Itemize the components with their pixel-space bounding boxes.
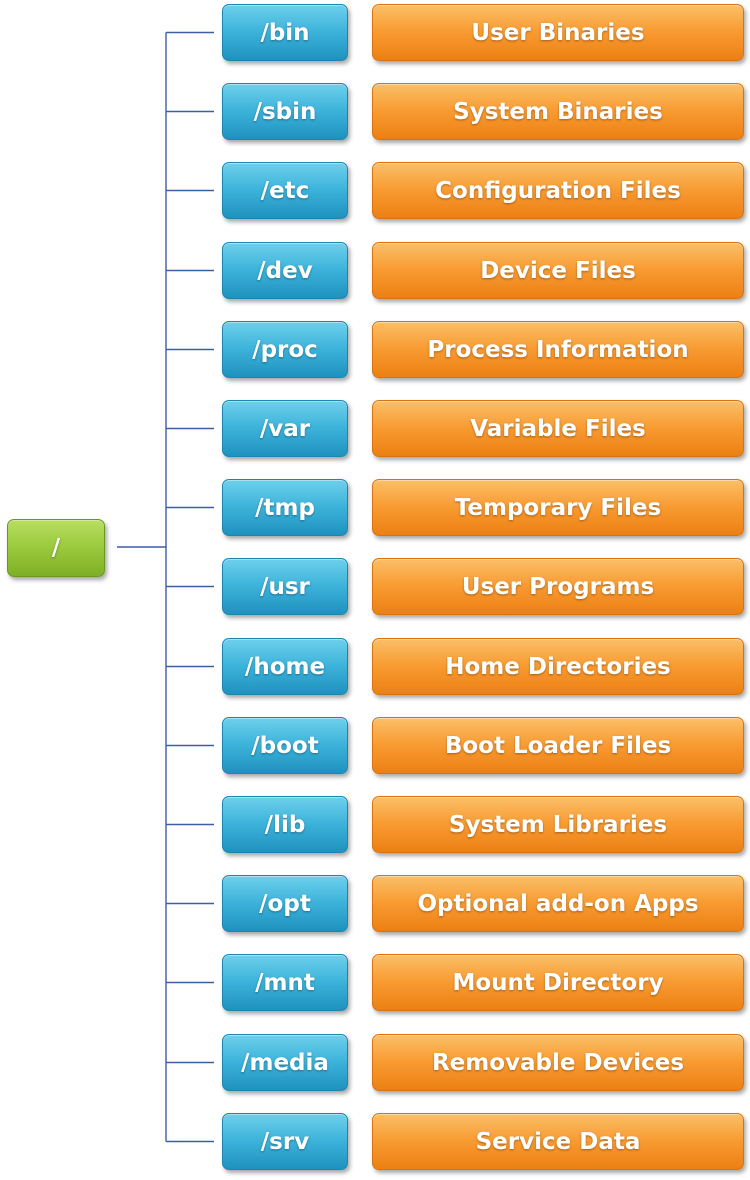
directory-node-media: /media [222,1034,348,1091]
directory-node-lib: /lib [222,796,348,853]
directory-node-sbin: /sbin [222,83,348,140]
directory-node-usr: /usr [222,558,348,615]
directory-node-boot: /boot [222,717,348,774]
directory-node-mnt: /mnt [222,954,348,1011]
directory-node-tmp: /tmp [222,479,348,536]
directory-description-tmp: Temporary Files [372,479,744,536]
directory-node-home: /home [222,638,348,695]
directory-description-opt: Optional add-on Apps [372,875,744,932]
directory-description-boot: Boot Loader Files [372,717,744,774]
root-directory-node: / [7,519,105,577]
directory-node-bin: /bin [222,4,348,61]
directory-description-mnt: Mount Directory [372,954,744,1011]
directory-description-usr: User Programs [372,558,744,615]
directory-description-media: Removable Devices [372,1034,744,1091]
directory-node-dev: /dev [222,242,348,299]
directory-node-proc: /proc [222,321,348,378]
directory-description-home: Home Directories [372,638,744,695]
directory-description-dev: Device Files [372,242,744,299]
directory-node-srv: /srv [222,1113,348,1170]
directory-node-opt: /opt [222,875,348,932]
directory-description-proc: Process Information [372,321,744,378]
directory-description-etc: Configuration Files [372,162,744,219]
directory-description-bin: User Binaries [372,4,744,61]
directory-description-var: Variable Files [372,400,744,457]
directory-description-sbin: System Binaries [372,83,744,140]
directory-node-var: /var [222,400,348,457]
directory-description-lib: System Libraries [372,796,744,853]
directory-node-etc: /etc [222,162,348,219]
directory-description-srv: Service Data [372,1113,744,1170]
